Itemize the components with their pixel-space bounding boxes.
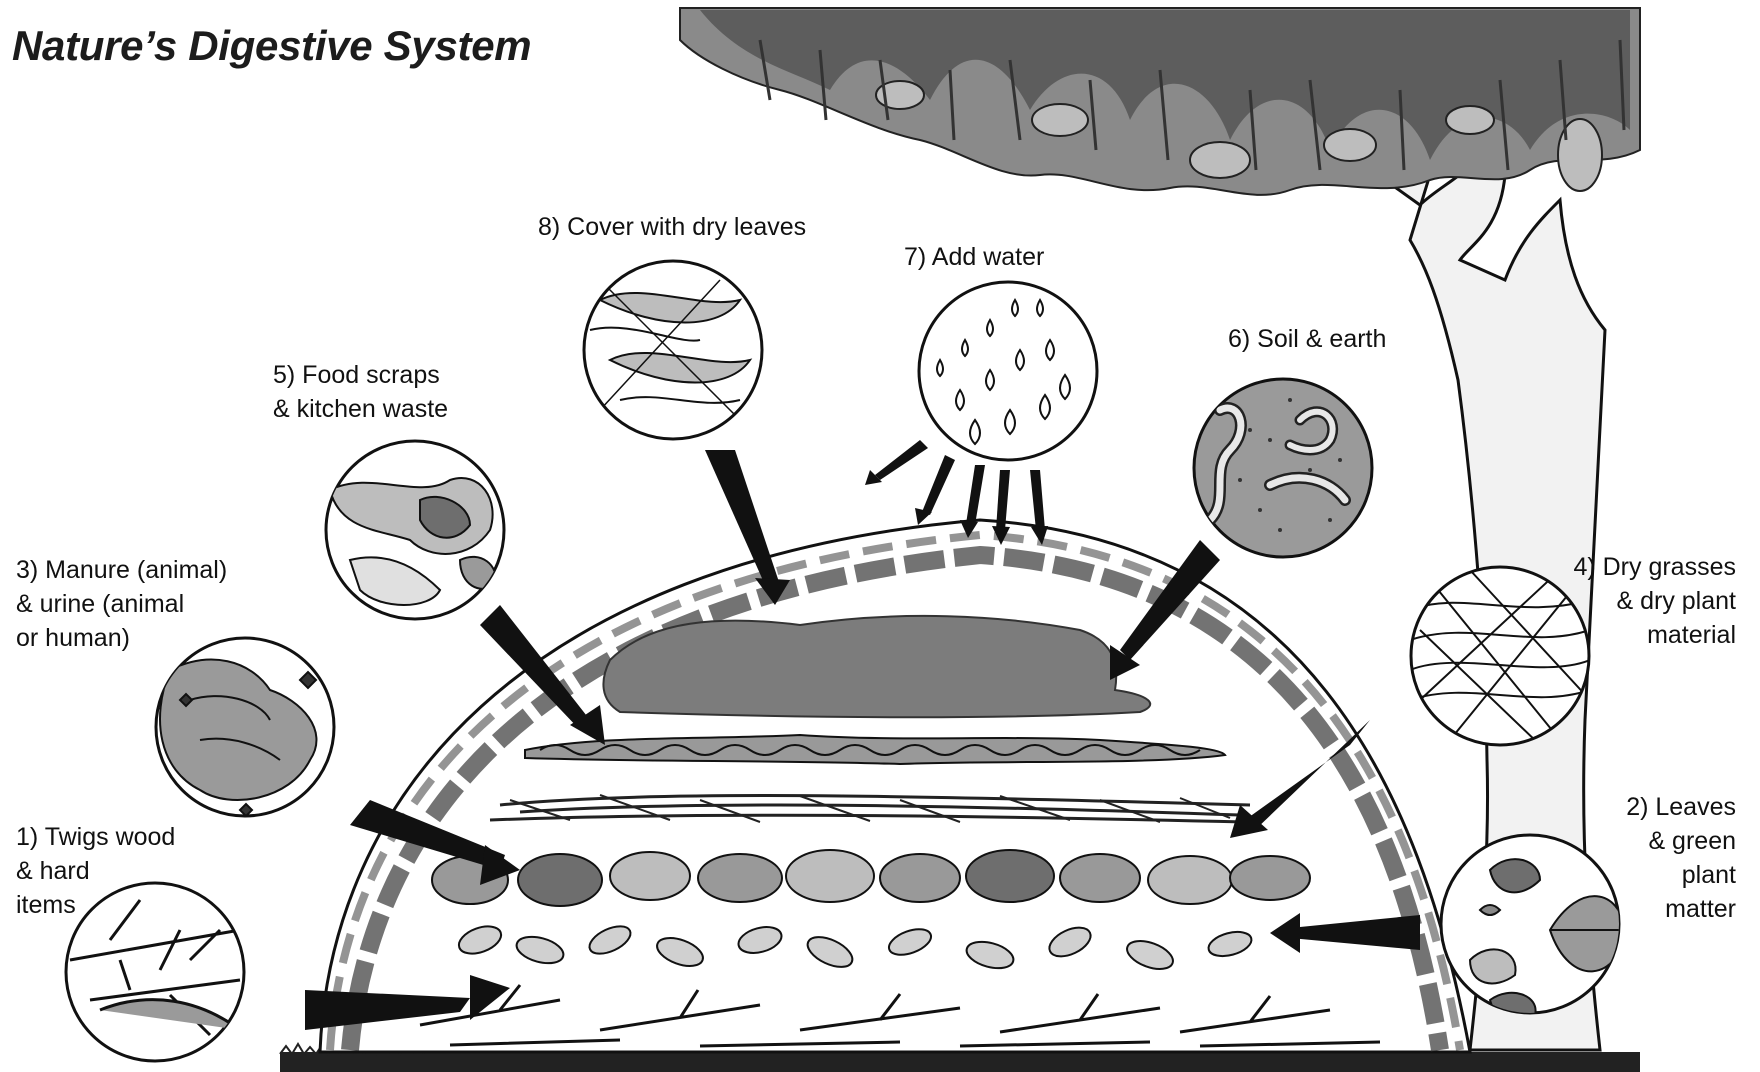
food-scraps-icon: [326, 441, 504, 619]
label-step-7: 7) Add water: [904, 240, 1044, 274]
manure-icon: [156, 638, 334, 816]
dry-leaves-icon: [584, 261, 762, 439]
page-title: Nature’s Digestive System: [12, 22, 531, 70]
label-step-6: 6) Soil & earth: [1228, 322, 1386, 356]
label-step-1: 1) Twigs wood & hard items: [16, 820, 175, 922]
water-drops-icon: [919, 282, 1097, 460]
label-step-4: 4) Dry grasses & dry plant material: [1573, 550, 1736, 652]
label-step-3: 3) Manure (animal) & urine (animal or hu…: [16, 553, 227, 655]
leaves-icon: [1441, 835, 1625, 1020]
label-step-5: 5) Food scraps & kitchen waste: [273, 358, 448, 426]
label-step-8: 8) Cover with dry leaves: [538, 210, 806, 244]
label-step-2: 2) Leaves & green plant matter: [1626, 790, 1736, 926]
layer-soil: [603, 616, 1150, 717]
dry-grass-icon: [1410, 567, 1590, 745]
tree-canopy: [680, 8, 1640, 195]
soil-worm-icon: [1194, 379, 1372, 557]
